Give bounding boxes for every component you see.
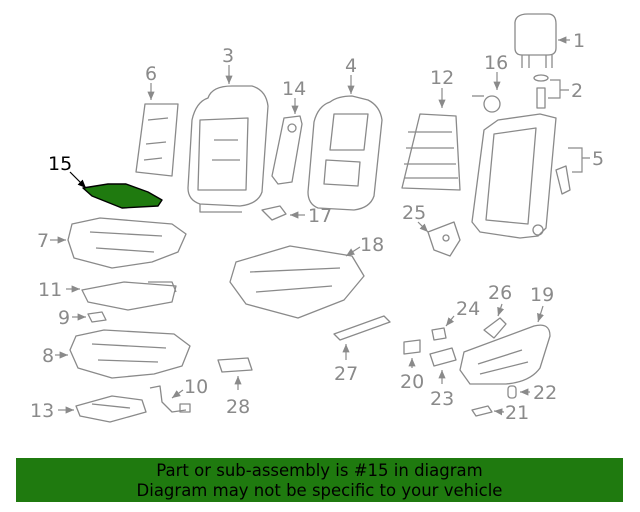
part-10-harness [149, 385, 191, 413]
callout-4: 4 [345, 55, 357, 77]
part-14-side-bracket [271, 98, 303, 185]
part-6-back-panel [135, 83, 179, 177]
callout-7: 7 [37, 230, 49, 252]
callout-16: 16 [484, 52, 508, 74]
callout-17: 17 [308, 205, 332, 227]
part-5-seat-back-frame [471, 113, 590, 239]
part-4-seat-back-pad [307, 75, 383, 211]
part-25-bracket [417, 221, 461, 257]
part-15-highlighted [69, 171, 163, 209]
part-27-rail [333, 315, 391, 360]
callout-9: 9 [58, 307, 70, 329]
callout-11: 11 [38, 279, 62, 301]
part-23-switch-bezel [429, 347, 457, 384]
part-19-side-shield [459, 305, 551, 385]
callout-19: 19 [530, 284, 554, 306]
callout-20: 20 [400, 371, 424, 393]
part-13-cushion-frame [58, 395, 147, 423]
part-21-handle [471, 405, 505, 417]
callout-28: 28 [226, 396, 250, 418]
banner-line-2: Diagram may not be specific to your vehi… [136, 481, 503, 500]
info-banner: Part or sub-assembly is #15 in diagram D… [16, 458, 623, 502]
callout-26: 26 [488, 282, 512, 304]
part-3-seat-back-cover [187, 65, 269, 213]
part-24-clip [431, 315, 455, 341]
callout-10: 10 [184, 376, 208, 398]
part-18-seat-adjuster [229, 245, 365, 319]
part-22-knob [507, 385, 530, 399]
callout-23: 23 [430, 388, 454, 410]
callout-labels: 1 2 3 4 5 6 7 8 9 10 11 12 13 15 16 17 1… [30, 30, 604, 424]
part-26-bracket [483, 303, 507, 339]
callout-25: 25 [402, 202, 426, 224]
part-11-wire-harness [66, 281, 177, 311]
part-28-trim [217, 357, 253, 390]
callout-3: 3 [222, 45, 234, 67]
callout-14: 14 [282, 78, 306, 100]
callout-1: 1 [573, 30, 585, 52]
part-9-sensor [72, 311, 107, 323]
part-2-headrest-guides [533, 74, 569, 109]
callout-18: 18 [360, 234, 384, 256]
part-16-knob [472, 72, 501, 113]
part-1-headrest [514, 13, 570, 68]
callout-8: 8 [42, 345, 54, 367]
callout-27: 27 [334, 363, 358, 385]
callout-2: 2 [571, 80, 583, 102]
callout-5: 5 [592, 148, 604, 170]
callout-15: 15 [48, 153, 72, 175]
parts-diagram: 1 2 3 4 5 6 7 8 9 10 11 12 13 15 16 17 1… [30, 13, 604, 424]
callout-24: 24 [456, 298, 480, 320]
part-17-clip [261, 205, 305, 221]
callout-6: 6 [145, 63, 157, 85]
callout-13: 13 [30, 400, 54, 422]
part-20-switch [403, 339, 421, 368]
callout-21: 21 [505, 402, 529, 424]
callout-22: 22 [533, 382, 557, 404]
part-12-spring-mat [401, 88, 461, 191]
part-7-cushion-cover [50, 217, 187, 269]
part-8-cushion-pad [55, 329, 191, 379]
callout-12: 12 [430, 67, 454, 89]
banner-line-1: Part or sub-assembly is #15 in diagram [156, 461, 483, 480]
